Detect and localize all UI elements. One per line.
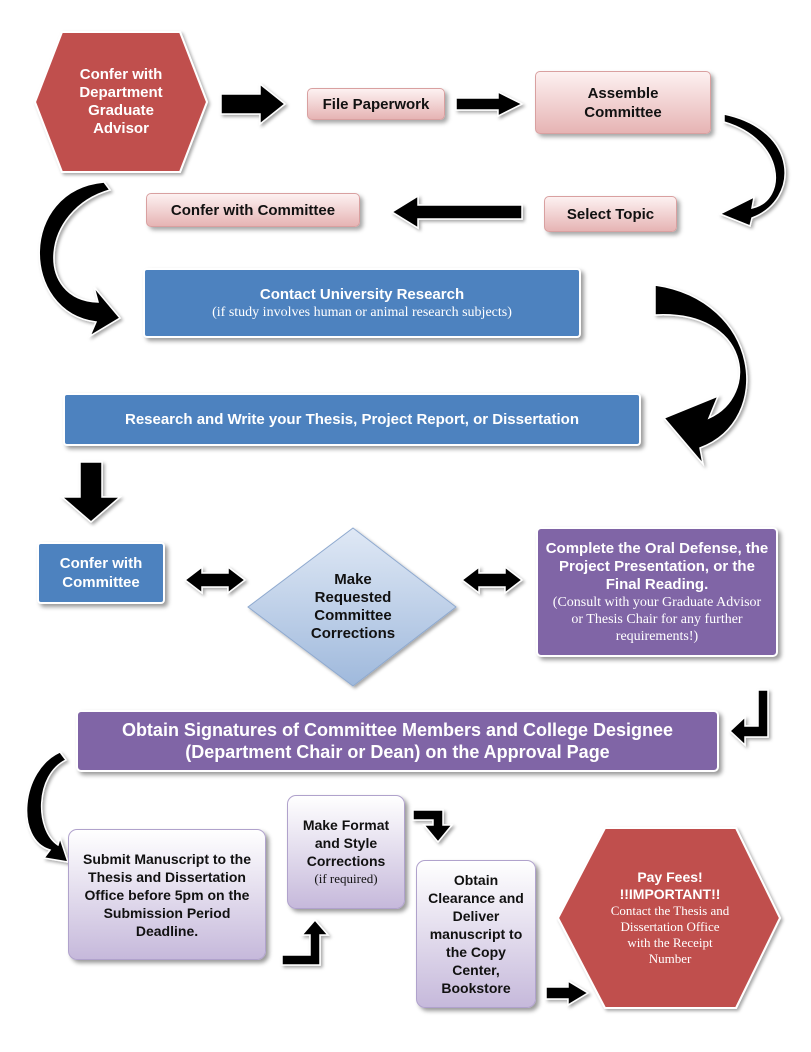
confer-committee-text-1: Confer with Committee [170, 201, 336, 219]
arrow-right-3 [545, 979, 590, 1007]
double-arrow-1 [183, 565, 247, 595]
obtain-signatures-box: Obtain Signatures of Committee Members a… [76, 710, 719, 772]
research-write-text: Research and Write your Thesis, Project … [124, 411, 579, 428]
oral-defense-note: (Consult with your Graduate Advisor or T… [552, 594, 762, 644]
elbow-arrow-1 [728, 689, 769, 747]
contact-research-box: Contact University Research (if study in… [143, 268, 581, 338]
arrow-down-1 [59, 461, 123, 523]
format-corrections-note: (if required) [314, 871, 378, 886]
pay-fees-note: Contact the Thesis and Dissertation Offi… [610, 903, 730, 966]
select-topic-box: Select Topic [544, 196, 677, 232]
arrow-right-2 [455, 90, 524, 118]
arrow-left-1 [390, 194, 523, 230]
curved-arrow-4 [25, 751, 70, 863]
select-topic-text: Select Topic [566, 205, 655, 223]
pay-fees-line2: !!IMPORTANT!! [619, 886, 721, 902]
obtain-clearance-text: Obtain Clearance and Deliver manuscript … [428, 872, 524, 996]
pay-fees-line1: Pay Fees! [637, 869, 703, 885]
oral-defense-title: Complete the Oral Defense, the Project P… [545, 539, 769, 593]
pay-fees-label: Pay Fees! !!IMPORTANT!! Contact the Thes… [595, 862, 745, 974]
oral-defense-box: Complete the Oral Defense, the Project P… [536, 527, 778, 657]
make-corrections-label: Make Requested Committee Corrections [298, 566, 408, 648]
assemble-committee-text: Assemble Committee [584, 84, 662, 121]
file-paperwork-box: File Paperwork [307, 88, 445, 120]
curved-arrow-3 [654, 284, 748, 467]
advisor-hexagon [33, 31, 209, 173]
obtain-signatures-text: Obtain Signatures of Committee Members a… [121, 720, 674, 762]
format-corrections-box: Make Format and Style Corrections (if re… [287, 795, 405, 909]
submit-manuscript-box: Submit Manuscript to the Thesis and Diss… [68, 829, 266, 960]
contact-research-note: (if study involves human or animal resea… [212, 304, 512, 320]
research-write-box: Research and Write your Thesis, Project … [63, 393, 641, 446]
arrow-right-1 [220, 82, 287, 126]
file-paperwork-text: File Paperwork [322, 95, 430, 113]
submit-manuscript-text: Submit Manuscript to the Thesis and Diss… [83, 850, 251, 939]
make-corrections-text: Make Requested Committee Corrections [310, 571, 396, 642]
contact-research-title: Contact University Research [259, 285, 465, 303]
format-corrections-title: Make Format and Style Corrections [302, 817, 390, 869]
curved-arrow-2 [38, 181, 122, 338]
obtain-clearance-box: Obtain Clearance and Deliver manuscript … [416, 860, 536, 1008]
elbow-arrow-3 [281, 918, 330, 966]
curved-arrow-1 [718, 113, 786, 228]
confer-committee-text-2: Confer with Committee [59, 555, 143, 591]
elbow-arrow-2 [412, 809, 454, 844]
confer-committee-box-2: Confer with Committee [37, 542, 165, 604]
confer-advisor-label: Confer with Department Graduate Advisor [62, 48, 180, 156]
confer-advisor-text: Confer with Department Graduate Advisor [79, 66, 163, 137]
corrections-diamond [247, 527, 457, 687]
double-arrow-2 [460, 565, 524, 595]
confer-committee-box-1: Confer with Committee [146, 193, 360, 227]
pay-fees-hexagon [556, 827, 782, 1009]
assemble-committee-box: Assemble Committee [535, 71, 711, 134]
